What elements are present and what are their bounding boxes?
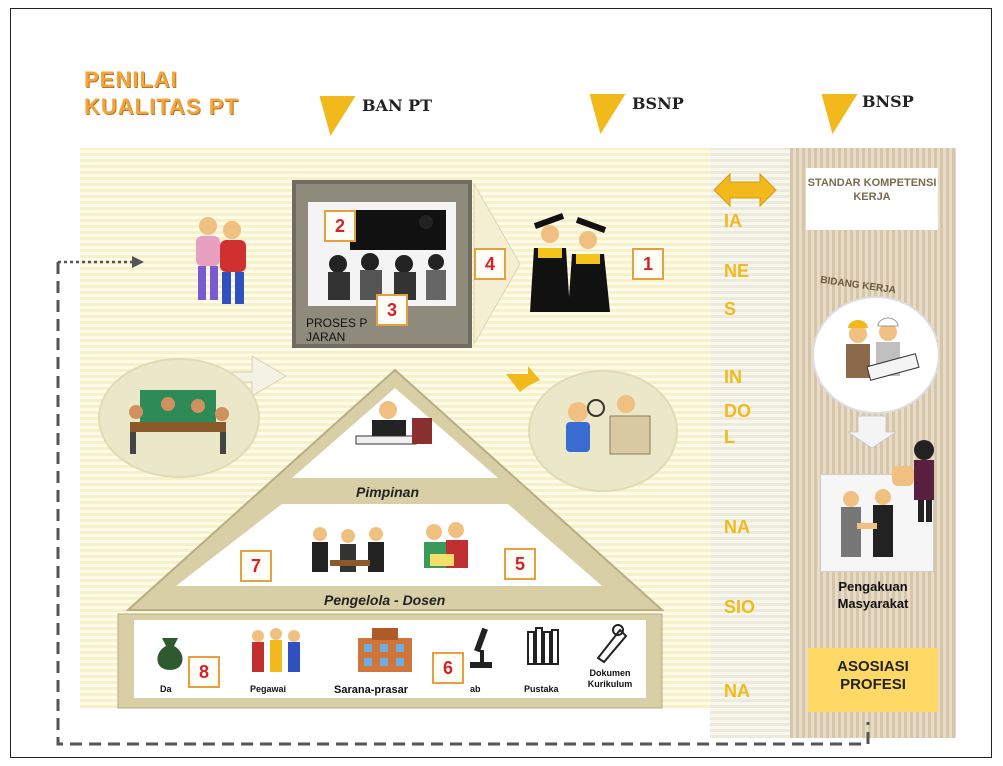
asosiasi-profesi-box: ASOSIASI PROFESI — [808, 648, 938, 712]
resource-label-da: Da — [160, 684, 172, 694]
badge-1: 1 — [632, 248, 664, 280]
org-bsnp: BSNP — [632, 94, 684, 113]
pyramid-label-pengelola-dosen: Pengelola - Dosen — [324, 592, 446, 608]
proses-label-line-2: JARAN — [306, 330, 346, 344]
staff-icon — [252, 628, 300, 672]
vertical-text-5: DO — [724, 401, 751, 421]
managers-figure — [312, 527, 384, 572]
vertical-text-3: S — [724, 299, 737, 319]
badge-2: 2 — [324, 210, 356, 242]
document-icon — [596, 624, 628, 664]
vertical-text-1: IA — [724, 211, 742, 231]
badge-8: 8 — [188, 656, 220, 688]
pyramid-label-pimpinan: Pimpinan — [356, 484, 420, 500]
evaluator-circle — [528, 370, 678, 492]
resource-label-dokumen: Dokumen Kurikulum — [587, 668, 633, 689]
title-line-1: PENILAI — [84, 67, 178, 92]
resource-label-lab: ab — [470, 684, 481, 694]
workers-illustration — [846, 317, 920, 381]
handshake-illustration — [841, 489, 893, 557]
double-arrow — [713, 172, 777, 208]
title-line-2: KUALITAS PT — [84, 94, 239, 119]
graduates-figure — [530, 213, 610, 312]
resource-label-sarana: Sarana-prasar — [334, 684, 408, 696]
thumbs-up-figure — [892, 440, 934, 522]
vertical-text-9: NA — [724, 681, 750, 701]
vertical-text-4: IN — [724, 367, 742, 387]
proses-label: PROSES P JARAN — [306, 316, 367, 344]
badge-7: 7 — [240, 550, 272, 582]
vertical-text-2: NE — [724, 261, 750, 281]
org-bnsp: BNSP — [862, 92, 914, 111]
middle-panel — [710, 148, 790, 738]
leader-figure — [355, 401, 432, 445]
vertical-text-8: SIO — [724, 597, 756, 617]
feedback-line — [56, 262, 870, 746]
meeting-illustration — [129, 390, 229, 454]
meeting-circle — [98, 358, 260, 478]
resource-label-pustaka: Pustaka — [524, 684, 559, 694]
classroom-illustration — [328, 210, 446, 300]
badge-6: 6 — [432, 652, 464, 684]
badge-4: 4 — [474, 248, 506, 280]
vertical-text-6: L — [724, 427, 735, 447]
vertical-text-7: NA — [724, 517, 750, 537]
students-figure — [196, 217, 246, 304]
feedback-arrow-head — [132, 256, 144, 268]
library-icon — [527, 627, 559, 665]
pyramid-middle-tier — [176, 504, 602, 586]
moneybag-icon — [157, 638, 183, 670]
proses-label-line-1: PROSES P — [306, 316, 368, 330]
badge-3: 3 — [376, 294, 408, 326]
eval-arrow — [506, 366, 540, 392]
org-ban-pt: BAN PT — [362, 96, 433, 115]
microscope-icon — [470, 627, 492, 668]
diagram-frame — [10, 8, 992, 758]
down-arrow — [846, 415, 898, 449]
diagram-title: PENILAI KUALITAS PT — [84, 66, 239, 120]
resource-label-pegawai: Pegawai — [250, 684, 287, 694]
bidang-kerja-circle — [812, 296, 940, 414]
evaluator-illustration — [566, 395, 651, 455]
building-icon — [358, 628, 412, 672]
badge-5: 5 — [504, 548, 536, 580]
standar-kompetensi-box: STANDAR KOMPETENSI KERJA — [806, 168, 938, 230]
lecturers-figure — [424, 522, 468, 568]
pengakuan-masyarakat-label: Pengakuan Masyarakat — [837, 579, 909, 611]
